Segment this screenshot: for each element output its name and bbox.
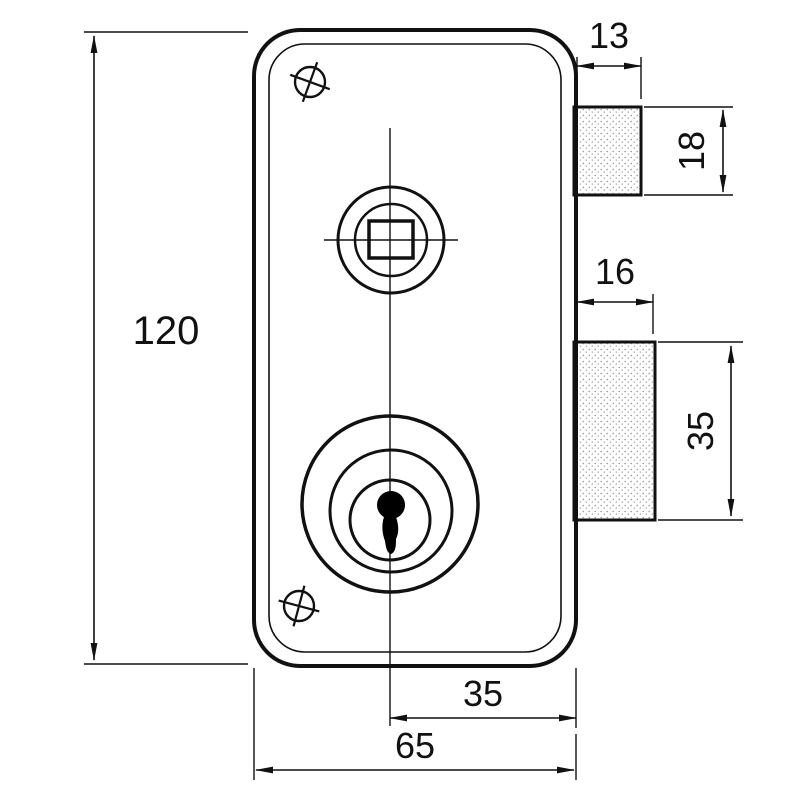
bottom-screw xyxy=(278,585,320,627)
cylinder-body-circle xyxy=(328,448,454,574)
latch-bolt xyxy=(572,105,643,197)
dim-label-backset: 35 xyxy=(463,673,503,714)
lock-body-outline xyxy=(252,28,578,668)
dim-bolt-projection: 16 xyxy=(576,251,654,334)
bottom-screw-cross-icon xyxy=(278,585,320,627)
top-screw xyxy=(289,61,331,103)
dim-label-overall-height: 120 xyxy=(133,309,200,353)
dim-backset: 35 xyxy=(389,668,577,728)
dim-label-bolt-height: 35 xyxy=(680,411,721,451)
dim-label-latch-projection: 13 xyxy=(589,15,629,56)
top-screw-cross-icon xyxy=(289,61,331,103)
dim-label-bolt-projection: 16 xyxy=(595,251,635,292)
lock-body-inner-plate xyxy=(268,43,562,653)
bottom-screw-head xyxy=(282,589,316,623)
spindle-hub xyxy=(324,185,458,295)
dim-overall-height: 120 xyxy=(84,31,248,665)
dim-label-latch-height: 18 xyxy=(671,131,712,171)
lock-body xyxy=(252,28,578,668)
dim-bolt-height: 35 xyxy=(658,341,743,521)
dim-latch-projection: 13 xyxy=(576,15,642,99)
dim-label-body-width: 65 xyxy=(395,725,435,766)
deadbolt xyxy=(572,340,657,522)
dim-latch-height: 18 xyxy=(644,106,733,196)
deadbolt-face xyxy=(572,340,657,522)
keyhole-icon xyxy=(377,491,406,554)
dim-body-width: 65 xyxy=(253,668,577,780)
latch-bolt-face xyxy=(572,105,643,197)
top-screw-head xyxy=(293,65,327,99)
